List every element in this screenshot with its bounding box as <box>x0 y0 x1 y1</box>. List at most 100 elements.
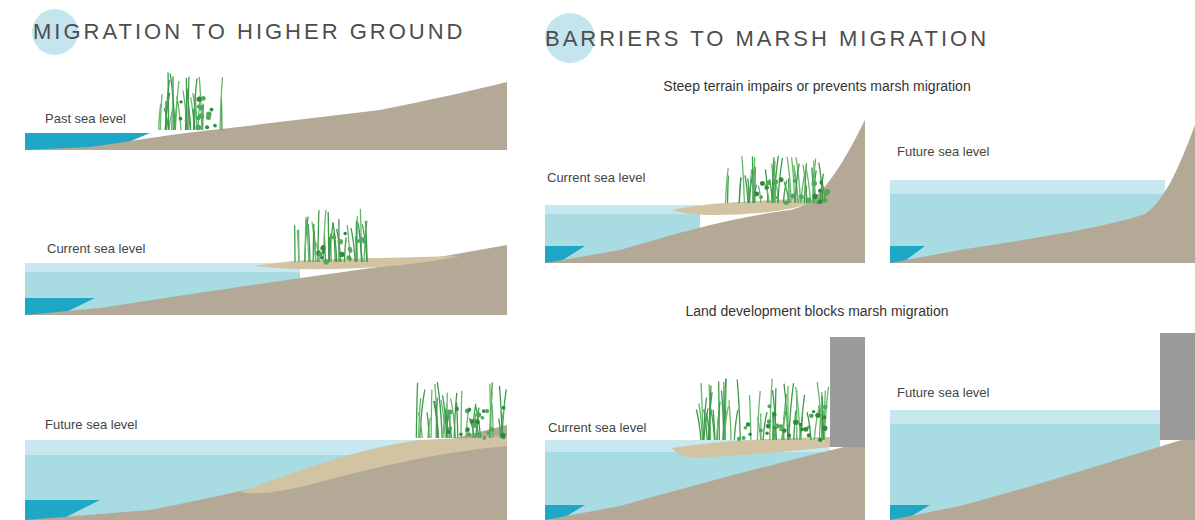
grass-blade <box>333 222 337 262</box>
grass-blade <box>416 383 417 438</box>
grass-blade <box>351 228 355 262</box>
grass-blade <box>160 94 162 130</box>
marsh-leaf <box>201 96 206 101</box>
building-wall <box>1160 333 1195 440</box>
grass-blade <box>801 395 805 440</box>
grass-blade <box>441 400 445 438</box>
marsh-leaf <box>825 189 830 194</box>
marsh-leaf <box>482 409 486 413</box>
panel-title: BARRIERS TO MARSH MIGRATION <box>545 26 989 52</box>
marsh-leaf <box>320 246 325 251</box>
grass-blade <box>765 169 768 203</box>
panel-subtitle: Land development blocks marsh migration <box>685 303 948 319</box>
grass-blade <box>739 178 741 203</box>
marsh-leaf <box>779 424 783 428</box>
grass-blade <box>806 167 811 203</box>
grass-blade <box>329 237 330 262</box>
marsh-leaf <box>804 427 809 432</box>
grass-blade <box>186 78 188 130</box>
grass-blade <box>817 382 822 440</box>
marsh-leaf <box>197 96 202 101</box>
grass-blade <box>760 413 762 440</box>
marsh-leaf <box>744 426 748 430</box>
sea-level-label: Past sea level <box>45 111 126 126</box>
grass-blade <box>711 408 715 440</box>
marsh-leaf <box>476 412 481 417</box>
grass-blade <box>718 382 720 440</box>
grass-blade <box>794 410 796 440</box>
grass-blade <box>344 237 346 262</box>
marsh-leaf <box>766 424 771 429</box>
grass-blade <box>499 386 502 438</box>
marsh-leaf <box>779 428 782 431</box>
grass-blade <box>294 225 296 262</box>
marsh-leaf <box>767 419 772 424</box>
grass-blade <box>499 418 501 438</box>
panel-title: MIGRATION TO HIGHER GROUND <box>33 19 465 45</box>
sea-level-label: Current sea level <box>47 241 145 256</box>
marsh-leaf <box>465 427 470 432</box>
marsh-leaf <box>344 232 347 235</box>
grass-blade <box>729 400 731 440</box>
sea-level-label: Current sea level <box>547 170 645 185</box>
marsh-leaf <box>501 433 506 438</box>
marsh-leaf <box>823 405 827 409</box>
marsh-leaf <box>481 416 485 420</box>
marsh-leaf <box>742 436 746 440</box>
grass-blade <box>454 393 457 438</box>
marsh-leaf <box>773 434 777 438</box>
marsh-leaf <box>764 185 768 189</box>
marsh-leaf <box>754 192 759 197</box>
marsh-leaf <box>818 189 822 193</box>
grass-blade <box>188 108 190 130</box>
marsh-leaf <box>206 115 211 120</box>
sea-level-label: Future sea level <box>897 144 990 159</box>
marsh-leaf <box>487 431 491 435</box>
grass-blade <box>434 401 438 438</box>
marsh-leaf <box>818 438 822 442</box>
marsh-leaf <box>483 436 487 440</box>
marsh-leaf <box>815 413 820 418</box>
sea-level-label: Future sea level <box>897 385 990 400</box>
grass-blade <box>164 108 168 130</box>
marsh-leaf <box>759 195 763 199</box>
grass-blade <box>175 81 179 130</box>
grass-blade <box>199 77 202 130</box>
grass-blade <box>329 223 333 262</box>
grass-blade <box>795 164 799 203</box>
marsh-leaf <box>346 255 351 260</box>
grass-blade <box>460 391 462 438</box>
sea-level-label: Current sea level <box>548 420 646 435</box>
grass-blade <box>328 212 330 262</box>
marsh-leaf <box>357 239 361 243</box>
marsh-leaf <box>502 406 506 410</box>
marsh-leaf <box>793 179 797 183</box>
marsh-leaf <box>812 410 815 413</box>
marsh-leaf <box>794 420 799 425</box>
grass-blade <box>170 74 175 130</box>
grass-blade <box>824 387 828 440</box>
grass-blade <box>297 230 299 262</box>
water <box>25 263 300 272</box>
marsh-leaf <box>799 194 804 199</box>
marsh-leaf <box>822 415 826 419</box>
grass-blade <box>704 408 708 440</box>
grass-blade <box>446 415 448 438</box>
marsh-leaf <box>324 259 329 264</box>
grass-blade <box>472 413 476 438</box>
marsh-leaf <box>737 437 741 441</box>
marsh-leaf <box>812 181 817 186</box>
marsh-leaf <box>779 177 784 182</box>
marsh-leaf <box>825 189 828 192</box>
grass-blade <box>796 387 801 440</box>
grass-blade <box>742 156 745 203</box>
grass-blade <box>220 77 222 130</box>
marsh-leaf <box>765 185 768 188</box>
grass-blade <box>765 184 769 203</box>
marsh-vegetation <box>159 73 830 442</box>
grass-blade <box>304 217 306 262</box>
marsh-leaf <box>179 100 182 103</box>
marsh-leaf <box>767 404 771 408</box>
marsh-leaf <box>489 427 494 432</box>
sand <box>240 436 507 493</box>
